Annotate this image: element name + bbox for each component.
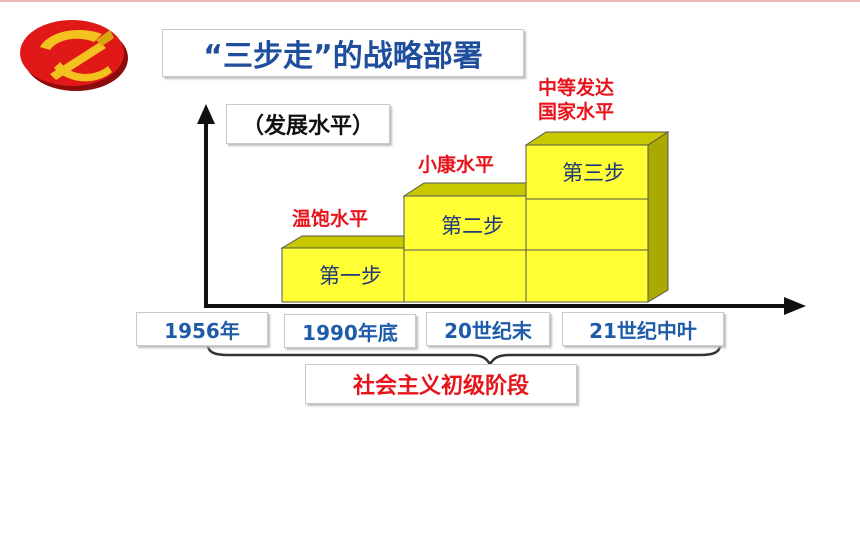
party-emblem-icon [20,20,128,91]
year-21st-century-mid: 21世纪中叶 [562,312,724,346]
level-label-wenbao: 温饱水平 [292,204,369,231]
year-1990: 1990年底 [284,314,416,348]
year-20th-century-end: 20世纪末 [426,312,550,346]
y-axis-label: （发展水平） [226,104,390,144]
year-1956: 1956年 [136,312,268,346]
diagram-title: “三步走”的战略部署 [162,29,524,77]
block-step-2 [402,182,550,303]
y-axis-arrow [197,104,215,124]
top-border-line [0,0,860,2]
block-step-3 [524,131,670,303]
step-3-text: 第三步 [562,161,625,185]
block-step-1 [280,235,428,303]
step-2-text: 第二步 [441,214,504,238]
x-axis-arrow [784,297,806,315]
level-label-xiaokang: 小康水平 [418,150,495,177]
step-1-text: 第一步 [319,264,382,288]
level-label-zhongdeng: 中等发达 国家水平 [538,76,615,124]
level-label-zhongdeng-line2: 国家水平 [538,101,615,123]
stage-label: 社会主义初级阶段 [305,364,577,404]
level-label-zhongdeng-line1: 中等发达 [538,77,615,99]
